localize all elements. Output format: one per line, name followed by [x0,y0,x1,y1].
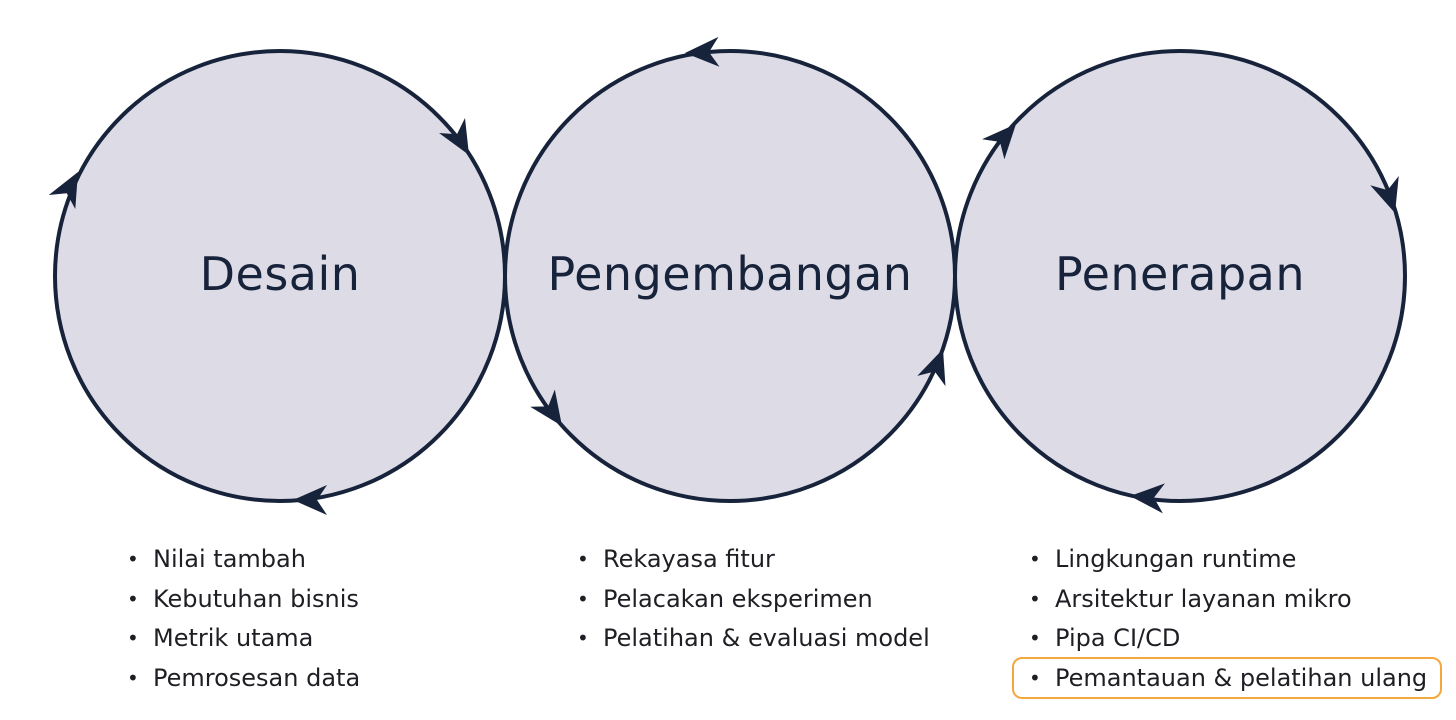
arrowhead-icon [48,172,78,210]
list-item: Pelatihan & evaluasi model [577,619,930,659]
list-item: Pelacakan eksperimen [577,580,930,620]
list-item-highlighted: Pemantauan & pelatihan ulang [1029,659,1427,699]
arrowhead-icon [530,389,562,426]
list-item: Lingkungan runtime [1029,540,1427,580]
stage-title-penerapan: Penerapan [1055,247,1305,301]
arrowhead-icon [1370,176,1399,213]
arrowhead-icon [1130,483,1165,514]
highlight-box [1012,657,1442,699]
list-item: Pipa CI/CD [1029,619,1427,659]
circle-penerapan [953,49,1407,503]
list-item: Arsitektur layanan mikro [1029,580,1427,620]
bullet-list-pengembangan: Rekayasa fitur Pelacakan eksperimen Pela… [577,540,930,659]
list-item: Nilai tambah [127,540,360,580]
stage-title-pengembangan: Pengembangan [548,247,913,301]
arrowhead-icon [685,36,720,67]
stage-title-desain: Desain [200,247,361,301]
list-item: Kebutuhan bisnis [127,580,360,620]
arrowhead-icon [293,485,327,515]
bullet-list-desain: Nilai tambah Kebutuhan bisnis Metrik uta… [127,540,360,698]
arrowhead-icon [982,124,1016,160]
list-item: Rekayasa fitur [577,540,930,580]
bullet-list-penerapan: Lingkungan runtime Arsitektur layanan mi… [1029,540,1427,698]
arrowhead-icon [917,349,946,387]
list-item: Metrik utama [127,619,360,659]
list-item: Pemrosesan data [127,659,360,699]
arrowhead-icon [439,118,469,155]
